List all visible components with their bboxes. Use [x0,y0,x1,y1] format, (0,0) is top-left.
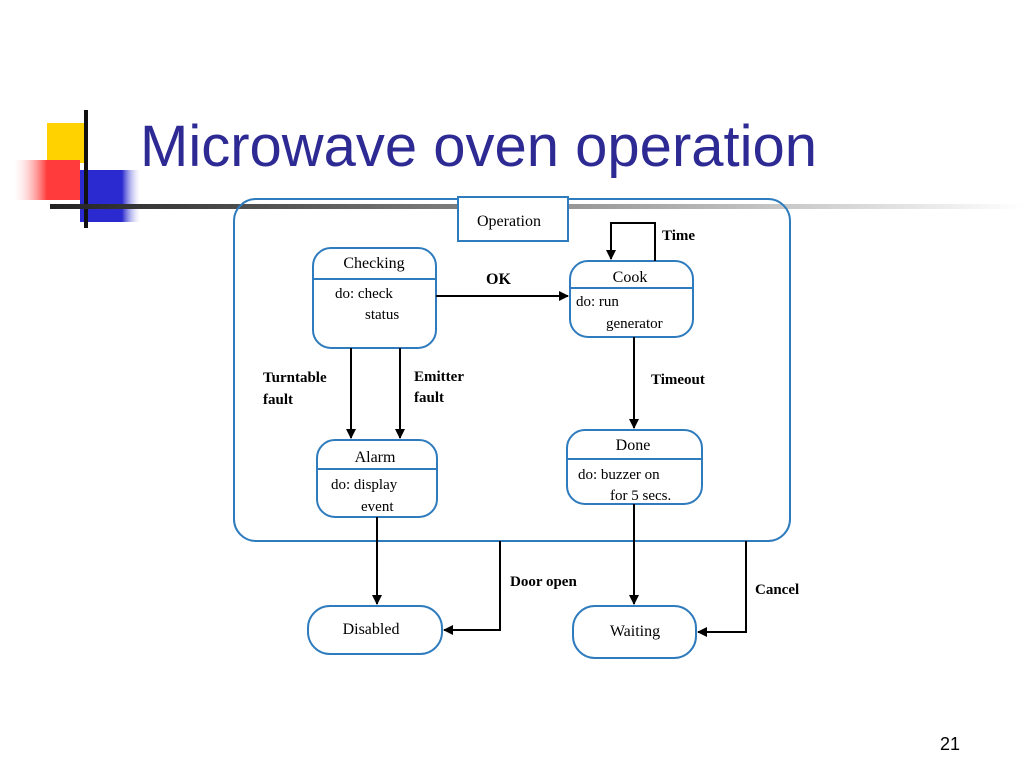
state-alarm-action: do: display [331,477,398,493]
state-checking-action: do: check [335,286,393,302]
state-cook-action: do: run [576,294,619,310]
transition-time-label: Time [662,228,695,244]
operation-label: Operation [477,213,541,230]
transition-emitter-fault-label: Emitter [414,369,464,385]
transition-cancel-label: Cancel [755,582,799,598]
slide-title: Microwave oven operation [140,114,818,179]
state-cook [569,260,694,338]
state-alarm-action-cont: event [361,499,394,515]
state-done-name: Done [616,437,651,454]
state-disabled-name: Disabled [343,621,400,638]
state-checking-name: Checking [343,255,404,272]
logo-blue-square [80,170,140,222]
logo-vertical-line [84,110,88,228]
transition-time-loop [606,222,656,261]
transition-timeout-label: Timeout [651,372,705,388]
transition-door-open-arrow [443,541,501,635]
page-number: 21 [940,734,961,754]
transition-emitter-fault-label-cont: fault [414,390,444,406]
state-checking-action-cont: status [365,307,399,323]
state-checking [312,247,437,349]
state-done-action-cont: for 5 secs. [610,488,671,504]
transition-ok-label: OK [486,271,511,288]
state-alarm-name: Alarm [355,449,396,466]
state-done-action: do: buzzer on [578,467,660,483]
state-disabled [307,605,443,655]
transition-turntable-fault-label-cont: fault [263,392,293,408]
transition-door-open-label: Door open [510,574,577,590]
transition-turntable-fault-label: Turntable [263,370,327,386]
transition-cancel-arrow [697,541,747,637]
state-cook-action-cont: generator [606,316,663,332]
state-waiting [572,605,697,659]
logo-red-square [14,160,80,200]
state-waiting-name: Waiting [610,623,660,640]
state-cook-name: Cook [613,269,648,286]
operation-label-box [457,196,569,242]
logo-yellow-square [47,123,85,163]
